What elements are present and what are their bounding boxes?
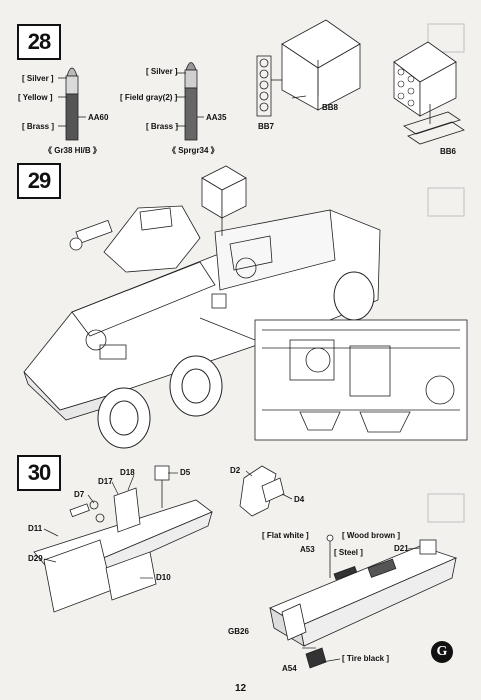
part-label: A53 <box>300 545 315 554</box>
paint-label: [ Brass ] <box>146 122 179 131</box>
shell-gr38 <box>58 67 86 141</box>
part-label: D29 <box>28 554 43 563</box>
paint-label: [ Silver ] <box>146 67 178 76</box>
vehicle-step29 <box>23 165 468 449</box>
step-number-30: 30 <box>17 455 61 491</box>
shell-caption: 《 Gr38 Hl/B 》 <box>44 146 101 155</box>
part-label: D2 <box>230 466 241 475</box>
rear-deck-step30b <box>269 534 458 669</box>
paint-label: [ Brass ] <box>22 122 55 131</box>
part-label: D11 <box>28 524 43 533</box>
page-number: 12 <box>234 683 247 694</box>
part-label: D21 <box>394 544 409 553</box>
paint-label: [ Steel ] <box>334 548 363 557</box>
part-label: D10 <box>156 573 171 582</box>
section-mark-badge: G <box>431 641 453 663</box>
part-label: BB8 <box>322 103 339 112</box>
part-label: AA35 <box>206 113 227 122</box>
part-label: A54 <box>282 664 297 673</box>
lower-hull-step30 <box>33 465 285 613</box>
part-label: D5 <box>180 468 191 477</box>
step-number-28: 28 <box>17 24 61 60</box>
paint-label: [ Yellow ] <box>18 93 53 102</box>
part-label: BB6 <box>440 147 457 156</box>
part-label: D7 <box>74 490 85 499</box>
paint-label: [ Flat white ] <box>262 531 309 540</box>
part-label: AA60 <box>88 113 109 122</box>
part-label: D4 <box>294 495 305 504</box>
shell-caption: 《 Sprgr34 》 <box>168 146 219 155</box>
part-label: BB7 <box>258 122 275 131</box>
bb7-rack <box>256 55 286 117</box>
shell-sprgr34 <box>176 62 204 141</box>
part-label: D18 <box>120 468 135 477</box>
part-label: GB26 <box>228 627 249 636</box>
paint-label: [ Wood brown ] <box>342 531 401 540</box>
paint-label: [ Silver ] <box>22 74 54 83</box>
bb8-box <box>281 19 361 111</box>
bb6-assembly <box>393 41 465 145</box>
part-label: D17 <box>98 477 113 486</box>
paint-label: [ Field gray(2) ] <box>120 93 178 102</box>
step-number-29: 29 <box>17 163 61 199</box>
paint-label: [ Tire black ] <box>342 654 389 663</box>
